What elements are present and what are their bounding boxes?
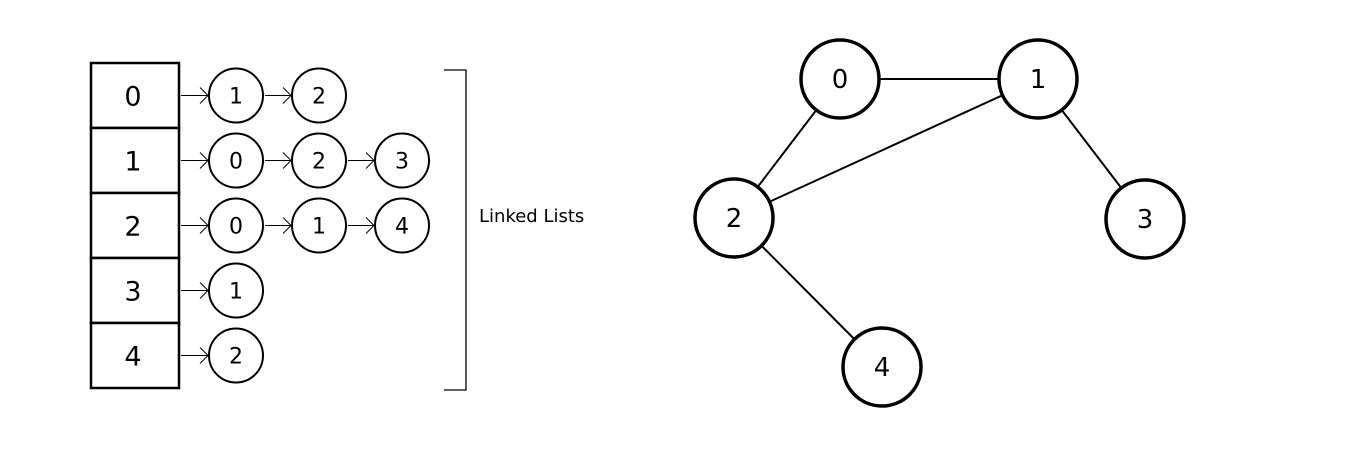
graph-edge [733,78,1039,219]
graph-node-circle [799,38,881,120]
graph-node: 2 [693,177,775,259]
vertex-cell-label: 0 [124,82,141,113]
undirected-graph: 0 1 2 3 4 [693,38,1186,408]
bracket-line [444,69,467,391]
list-node-label: 0 [229,150,243,175]
list-node-label: 0 [229,215,243,240]
vertex-cell [89,256,181,325]
list-node [208,327,264,384]
graph-node-circle [997,38,1079,120]
graph-node: 3 [1104,178,1186,260]
list-node-label: 4 [395,215,409,240]
adjacency-row: 1 0 2 3 [89,126,430,195]
list-node-label: 1 [229,85,243,110]
list-node [291,197,347,254]
vertex-cell [89,126,181,195]
list-node [374,197,430,254]
graph-node: 0 [799,38,881,120]
graph-node-label: 4 [874,353,891,383]
adjacency-row: 0 1 2 [89,61,347,130]
list-node-label: 1 [312,215,326,240]
vertex-cell-label: 3 [124,277,141,308]
vertex-cell-label: 2 [124,212,141,243]
list-node-label: 1 [229,280,243,305]
graph-node-circle [1104,178,1186,260]
list-node-label: 2 [312,150,326,175]
graph-node-label: 1 [1030,65,1047,95]
vertex-cell [89,321,181,390]
graph-node-label: 0 [832,65,849,95]
list-node-label: 2 [229,345,243,370]
list-node-label: 2 [312,85,326,110]
list-node [208,132,264,189]
graph-node-circle [693,177,775,259]
vertex-cell [89,61,181,130]
graph-nodes: 0 1 2 3 4 [693,38,1186,408]
list-node [374,132,430,189]
graph-edges [733,78,1146,368]
list-node [291,132,347,189]
list-node [291,67,347,124]
list-node-label: 3 [395,150,409,175]
list-node [208,262,264,319]
list-node [208,197,264,254]
list-node [208,67,264,124]
vertex-cell-label: 4 [124,342,141,373]
bracket-label: Linked Lists [479,206,584,227]
graph-node-label: 3 [1137,205,1154,235]
graph-node-circle [841,326,923,408]
graph-node-label: 2 [726,204,743,234]
graph-node: 1 [997,38,1079,120]
graph-node: 4 [841,326,923,408]
vertex-cell-label: 1 [124,147,141,178]
linked-lists-bracket: Linked Lists [444,69,584,391]
